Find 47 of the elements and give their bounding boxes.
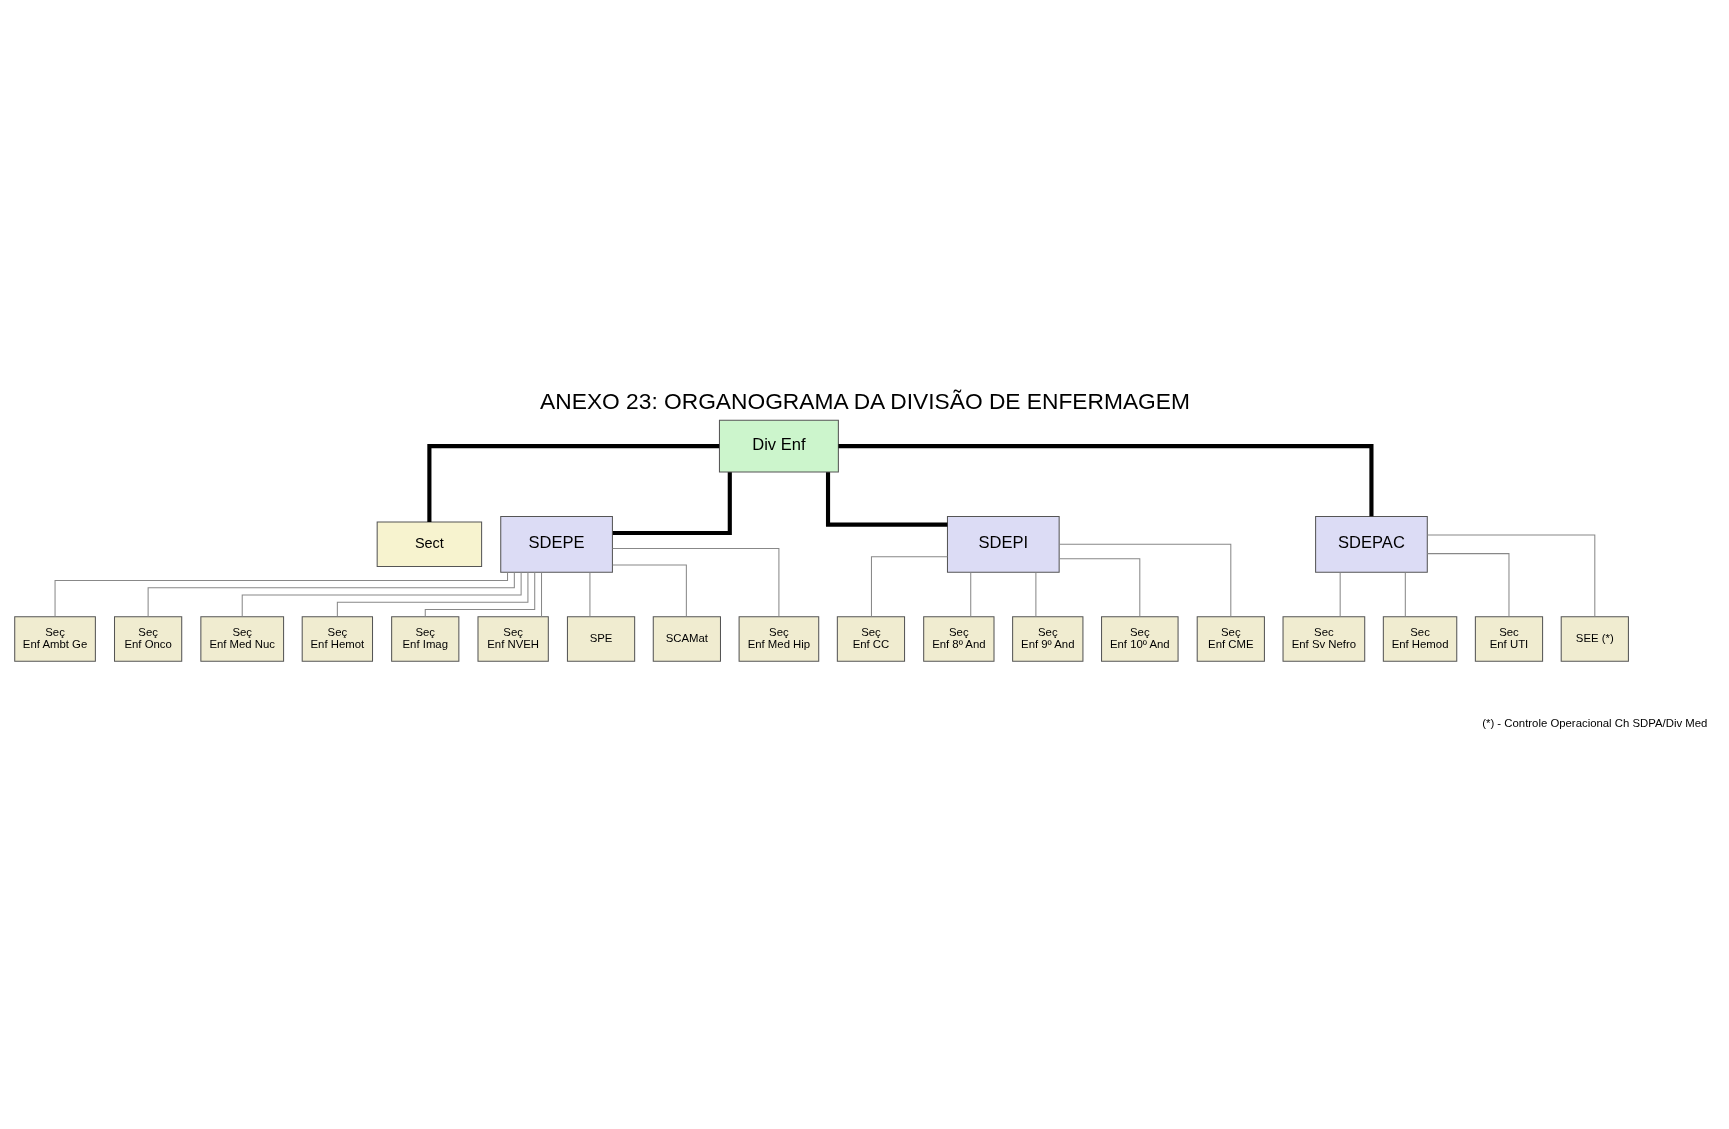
connector [1404,571,1406,617]
connector [426,443,719,522]
node-box: Seç Enf NVEH [476,615,549,662]
connector [1426,552,1509,617]
node-box: Seç Enf 8º And [922,615,994,662]
label: (*) - Controle Operacional Ch SDPA/Div Med [1481,716,1707,729]
node-box: Sec Enf Hemod [1382,615,1457,662]
connector [825,471,947,527]
connector [969,571,971,617]
connector [54,571,508,617]
node-box: Seç Enf Imag [390,615,459,662]
node-box: SDEPI [946,515,1060,573]
node-box: Seç Enf Onco [113,615,182,662]
node-box: Div Enf [718,419,839,472]
connector [1426,534,1595,617]
node-box: Seç Enf CC [836,615,905,662]
connector [1339,571,1341,617]
connector [1058,543,1231,617]
node-box: Sec Enf Sv Nefro [1282,615,1365,662]
connector [870,555,948,617]
connector [588,571,590,617]
connector [837,443,1373,516]
node-box: SEE (*) [1560,615,1629,662]
connector [336,571,528,617]
node-box: SCAMat [652,615,721,662]
connector [424,571,535,617]
connector [612,471,732,535]
connector [1034,571,1036,617]
node-box: SDEPAC [1314,515,1428,573]
connector [611,564,687,617]
node-box: Seç Enf Med Nuc [199,615,284,662]
node-box: Seç Enf CME [1196,615,1265,662]
node-box: SPE [566,615,635,662]
connector [611,547,779,617]
diagram-title: ANEXO 23: ORGANOGRAMA DA DIVISÃO DE ENFERMAGEM [539,387,1190,414]
node-box: Seç Enf Hemot [301,615,373,662]
node-box: Seç Enf 9º And [1011,615,1083,662]
connector [147,571,515,617]
connector [1058,557,1140,617]
node-box: Sect [376,521,482,567]
connector [540,571,542,617]
connector [241,571,522,617]
node-box: Sec Enf UTI [1474,615,1543,662]
node-box: Seç Enf Ambt Ge [13,615,96,662]
node-box: SDEPE [499,515,613,573]
node-box: Seç Enf 10º And [1100,615,1179,662]
node-box: Seç Enf Med Hip [738,615,819,662]
